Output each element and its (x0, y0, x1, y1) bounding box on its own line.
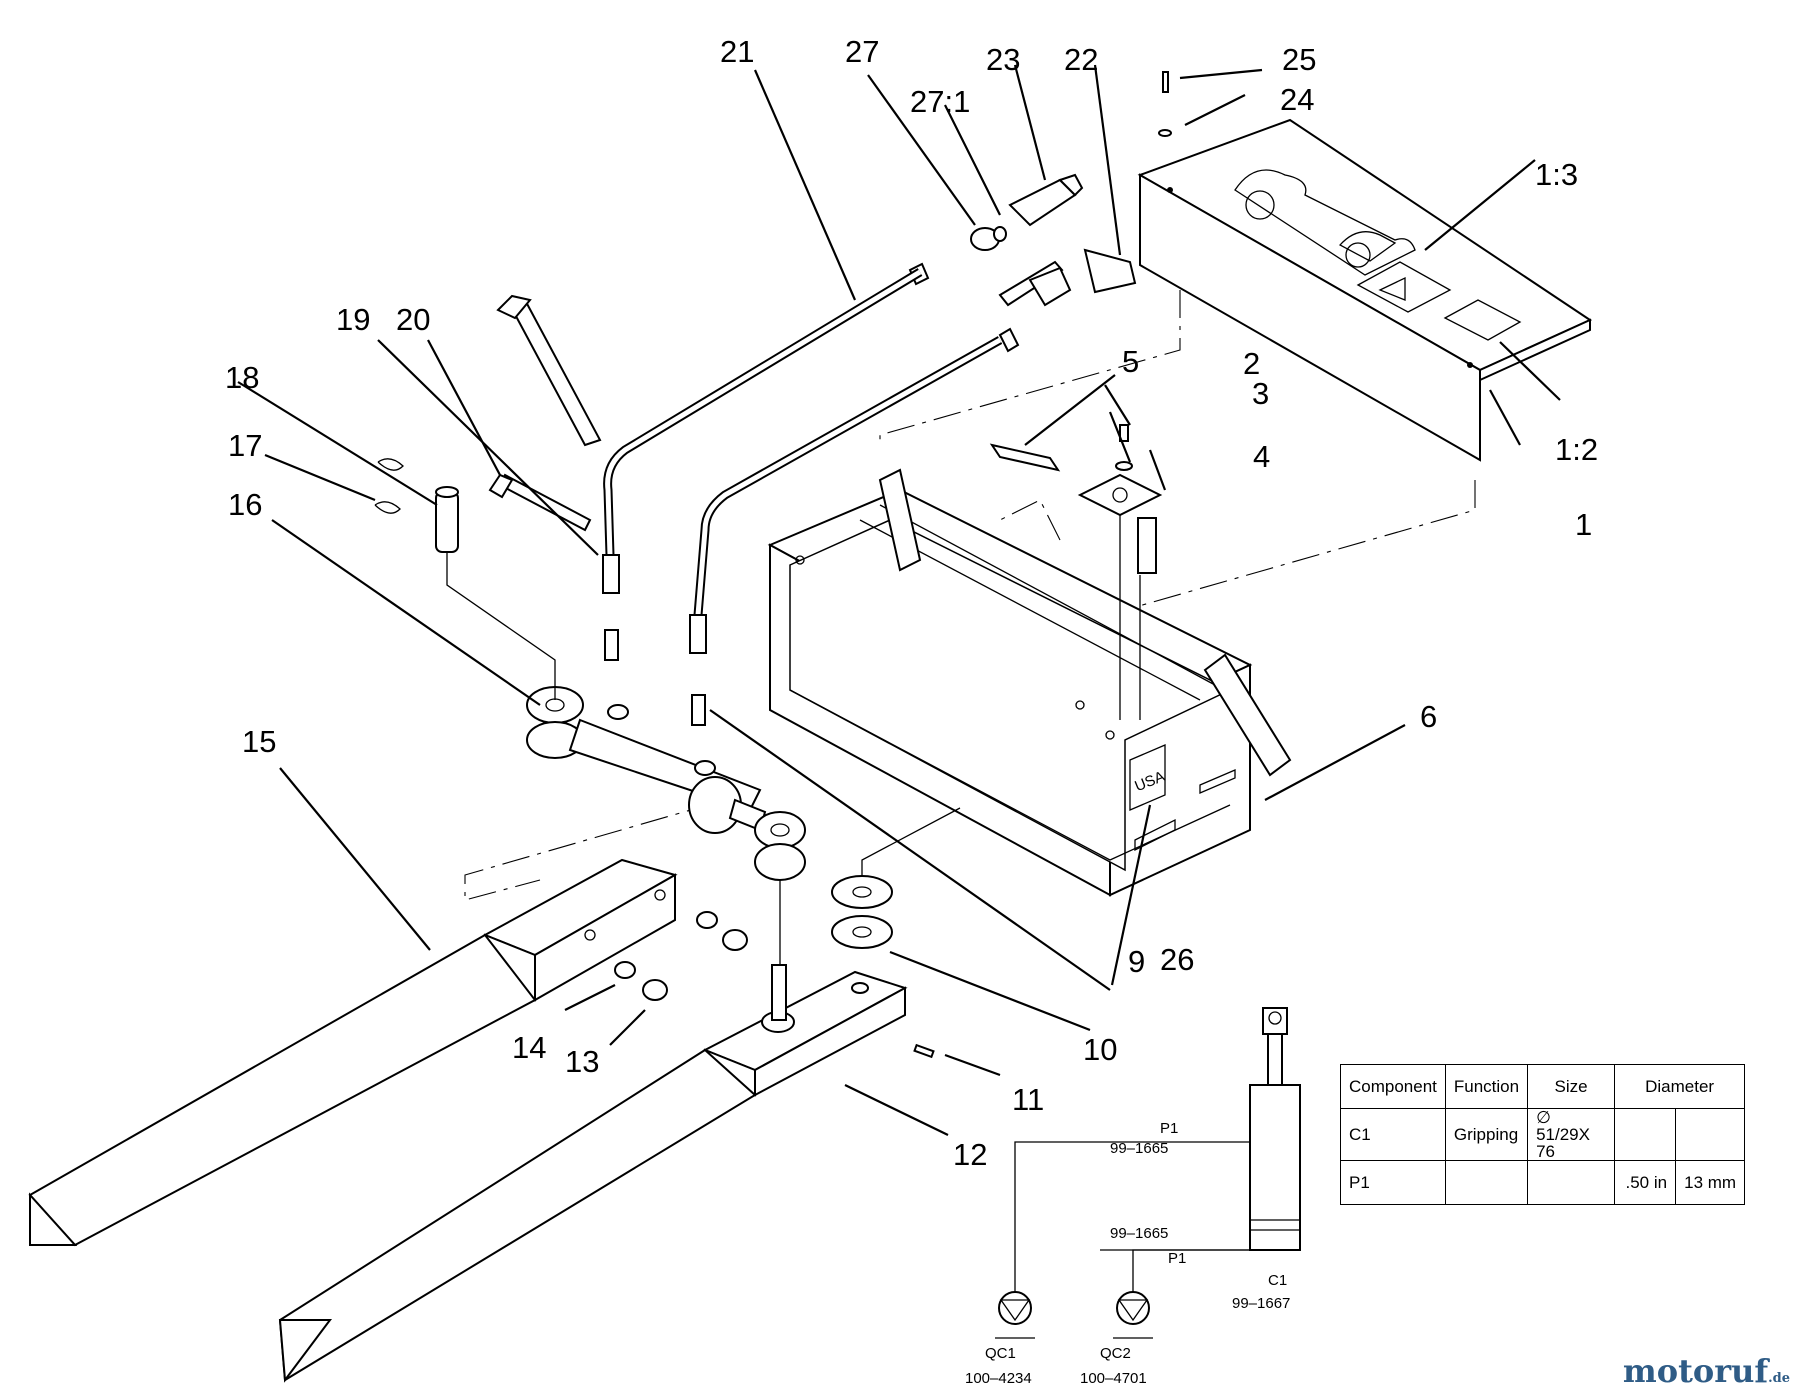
callout-15: 15 (242, 724, 276, 759)
top-cover (1137, 118, 1593, 462)
table-row: P1 .50 in 13 mm (1340, 1160, 1746, 1205)
callout-22: 22 (1064, 42, 1098, 77)
callout-14: 14 (512, 1030, 546, 1065)
cylinder-part: 99–1667 (1232, 1295, 1290, 1312)
callout-1-2: 1:2 (1555, 432, 1598, 467)
p1-top-label: P1 (1160, 1120, 1178, 1137)
left-tine (28, 858, 748, 1247)
cell-size: ∅ 51/29X 76 (1527, 1108, 1616, 1161)
header-diameter: Diameter (1614, 1064, 1746, 1109)
cell-diameter-in (1614, 1108, 1677, 1161)
triangle-icon (1378, 276, 1406, 301)
cell-component: C1 (1340, 1108, 1446, 1161)
qc2-part: 100–4701 (1080, 1370, 1147, 1387)
callout-labels: 1 1:2 1:3 2 3 4 5 6 9 10 11 12 13 14 15 … (225, 34, 1598, 1172)
cylinder-label: C1 (1268, 1272, 1287, 1289)
cell-diameter-in: .50 in (1614, 1160, 1677, 1205)
hydraulic-hoses (602, 262, 1020, 726)
callout-9: 9 (1128, 944, 1145, 979)
callout-5: 5 (1122, 344, 1139, 379)
table-header-row: Component Function Size Diameter (1340, 1064, 1746, 1109)
callout-26: 26 (1160, 942, 1194, 977)
decal-5 (989, 443, 1061, 472)
cell-component: P1 (1340, 1160, 1446, 1205)
watermark-suffix: .de (1768, 1371, 1790, 1386)
cylinder-symbol (1249, 1084, 1301, 1251)
qc1-part: 100–4234 (965, 1370, 1032, 1387)
callout-27-1: 27:1 (910, 84, 970, 119)
callout-18: 18 (225, 360, 259, 395)
washers (831, 807, 961, 949)
callout-12: 12 (953, 1137, 987, 1172)
watermark: motoruf.de (1623, 1352, 1790, 1390)
callout-11: 11 (1012, 1082, 1044, 1117)
qc2-label: QC2 (1100, 1345, 1131, 1362)
watermark-brand: motoruf (1622, 1352, 1769, 1390)
handle-bar (1203, 653, 1292, 777)
leader-lines (237, 64, 1561, 1136)
hose-bottom-part: 99–1665 (1110, 1225, 1168, 1242)
pin-and-clips (374, 458, 556, 700)
header-component: Component (1340, 1064, 1446, 1109)
bracket-assembly (989, 424, 1163, 720)
callout-1-3: 1:3 (1535, 157, 1578, 192)
callout-2: 2 (1243, 346, 1260, 381)
cell-function: Gripping (1444, 1108, 1529, 1161)
decal-1-3 (1356, 261, 1452, 313)
main-frame: USA (767, 468, 1292, 897)
callout-27: 27 (845, 34, 879, 69)
callout-20: 20 (396, 302, 430, 337)
callout-23: 23 (986, 42, 1020, 77)
callout-24: 24 (1280, 82, 1314, 117)
hydraulic-cylinder (526, 686, 806, 965)
callout-6: 6 (1420, 699, 1437, 734)
cell-size (1527, 1160, 1616, 1205)
qc1-label: QC1 (985, 1345, 1016, 1362)
callout-16: 16 (228, 487, 262, 522)
right-tine (278, 964, 935, 1383)
cell-diameter-mm (1675, 1108, 1746, 1161)
cell-function (1444, 1160, 1529, 1205)
callout-13: 13 (565, 1044, 599, 1079)
decal-26 (1129, 744, 1166, 811)
callout-3: 3 (1252, 376, 1269, 411)
pins (488, 294, 602, 532)
ghost-lines (464, 290, 1476, 901)
hydraulic-schematic: P1 99–1665 99–1665 P1 C1 99–1667 QC1 100… (965, 1007, 1301, 1387)
callout-1: 1 (1575, 507, 1592, 542)
header-size: Size (1527, 1064, 1616, 1109)
callout-4: 4 (1253, 439, 1270, 474)
component-spec-table: Component Function Size Diameter C1 Grip… (1340, 1064, 1746, 1205)
header-function: Function (1444, 1064, 1529, 1109)
cell-diameter-mm: 13 mm (1675, 1160, 1746, 1205)
hose-top-part: 99–1665 (1110, 1140, 1168, 1157)
table-row: C1 Gripping ∅ 51/29X 76 (1340, 1108, 1746, 1161)
frame-arm (878, 468, 922, 572)
callout-19: 19 (336, 302, 370, 337)
callout-21: 21 (720, 34, 754, 69)
decal-1-2 (1443, 299, 1522, 341)
callout-10: 10 (1083, 1032, 1117, 1067)
fittings (970, 71, 1172, 307)
p1-bottom-label: P1 (1168, 1250, 1186, 1267)
callout-25: 25 (1282, 42, 1316, 77)
callout-17: 17 (228, 428, 262, 463)
